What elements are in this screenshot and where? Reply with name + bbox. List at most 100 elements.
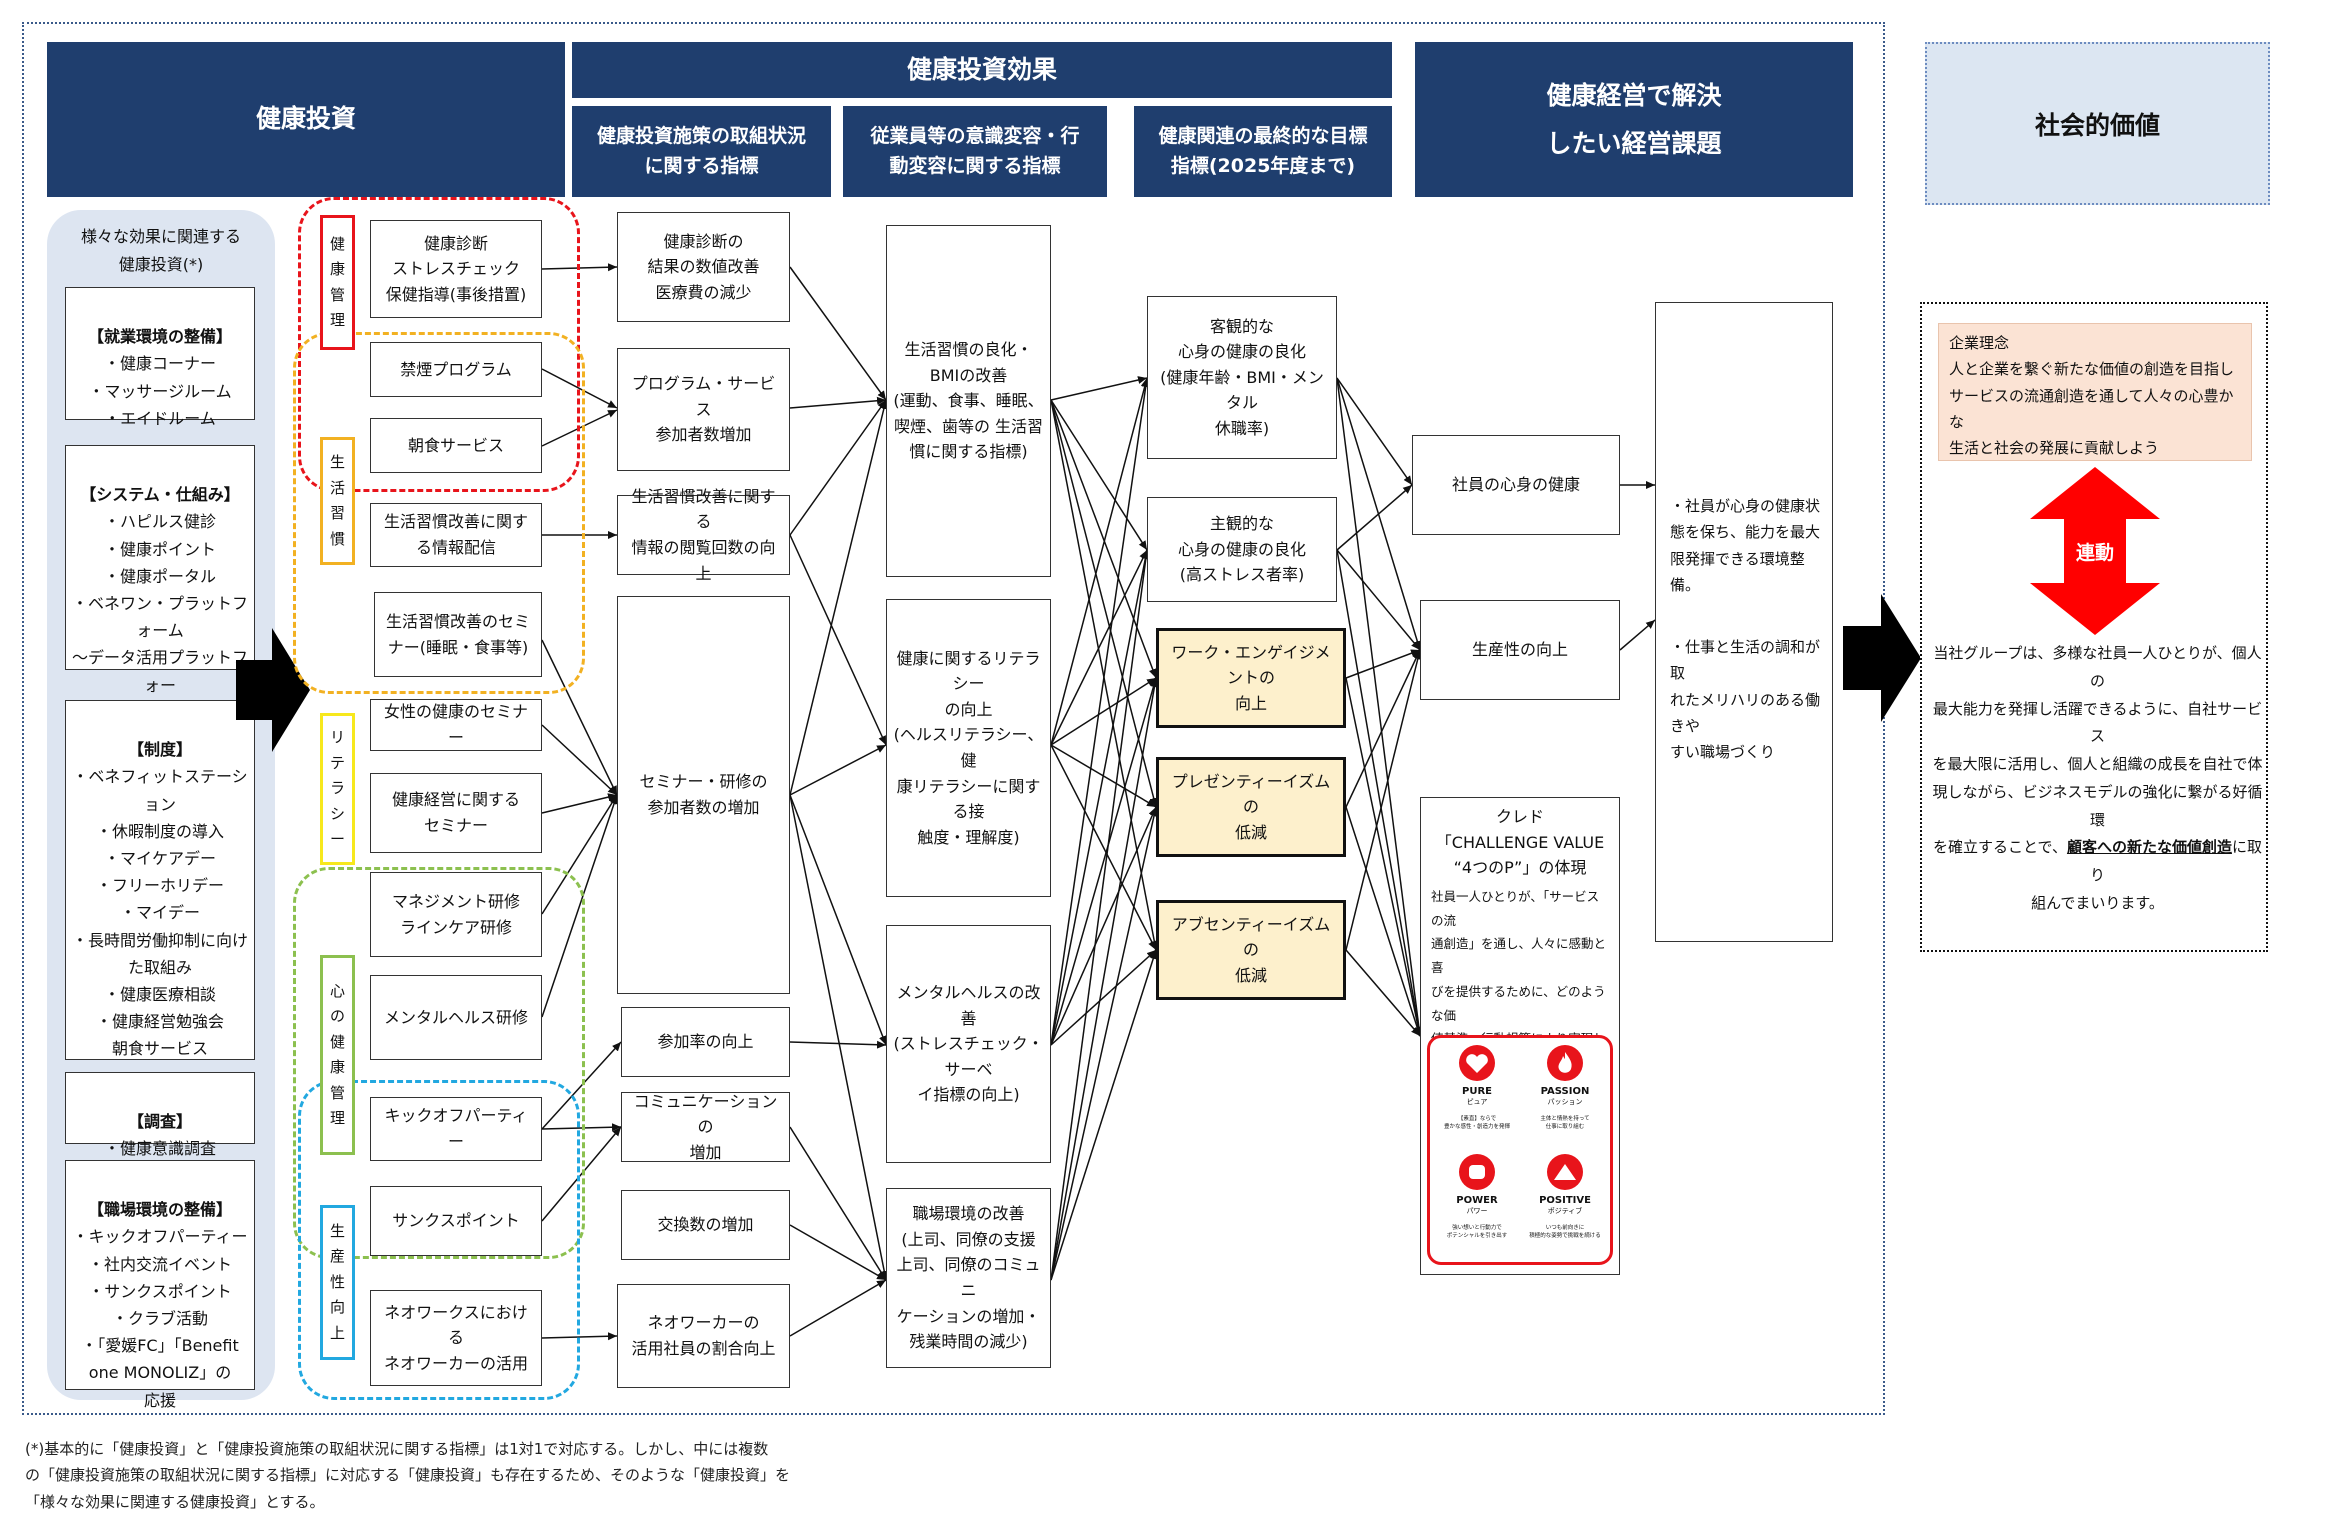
connector-arrow	[541, 793, 618, 814]
header-effect-sub3: 健康関連の最終的な目標 指標(2025年度まで)	[1134, 106, 1392, 197]
connector-arrow	[541, 1123, 622, 1132]
left-group-items: ・健康コーナー ・マッサージルーム ・エイドルーム	[88, 354, 232, 428]
connector-arrow	[1050, 677, 1159, 1281]
connector-arrow	[1050, 399, 1148, 551]
indicator-neoworker-ratio: ネオワーカーの 活用社員の割合向上	[617, 1284, 790, 1388]
connector-arrow	[789, 1279, 887, 1337]
four-p-kana: パッション	[1547, 1098, 1583, 1106]
header-effect-sub2: 従業員等の意識変容・行 動変容に関する指標	[843, 106, 1107, 197]
connector-arrow	[1050, 377, 1150, 1046]
four-p-name: POSITIVE	[1539, 1195, 1591, 1206]
left-group-title: 【システム・仕組み】	[80, 485, 240, 505]
flame-icon	[1547, 1045, 1583, 1081]
left-group-title: 【調査】	[127, 1112, 192, 1132]
indicator-checkup-results: 健康診断の 結果の数値改善 医療費の減少	[617, 212, 790, 322]
left-group-items: ・健康意識調査	[103, 1139, 216, 1159]
connector-arrow	[1050, 806, 1157, 1046]
indicator-seminar-participants: セミナー・研修の 参加者数の増加	[617, 596, 790, 994]
issue-summary-1: ・社員が心身の健康状 態を保ち、能力を最大 限発揮できる環境整備。	[1670, 497, 1821, 594]
four-p-item: POWER パワー 強い想いと行動力で ポテンシャルを引き出す	[1434, 1153, 1520, 1257]
four-p-item: PURE ピュア 【素直】ならで 豊かな感性・創造力を発揮	[1434, 1044, 1520, 1148]
connector-arrow	[1336, 377, 1423, 1037]
four-p-kana: パワー	[1466, 1207, 1488, 1215]
connector-arrow	[1050, 677, 1157, 746]
group-seisansei	[298, 1080, 580, 1400]
left-group-title: 【就業環境の整備】	[87, 327, 232, 347]
goal-objective-health: 客観的な 心身の健康の良化 (健康年齢・BMI・メンタル 休職率)	[1147, 296, 1337, 459]
connector-arrow	[789, 534, 887, 746]
connector-arrow	[1336, 549, 1421, 651]
left-group-survey: 【調査】・健康意識調査	[65, 1072, 255, 1158]
connector-arrow	[1050, 949, 1157, 1046]
measure-mental-training: メンタルヘルス研修	[370, 975, 542, 1060]
left-group-title: 【職場環境の整備】	[87, 1200, 232, 1220]
header-effect: 健康投資効果	[572, 42, 1392, 98]
measure-health-check: 健康診断 ストレスチェック 保健指導(事後措置)	[370, 220, 542, 318]
fist-icon	[1459, 1154, 1495, 1190]
heart-icon	[1459, 1045, 1495, 1081]
issue-summary-box: ・社員が心身の健康状 態を保ち、能力を最大 限発揮できる環境整備。 ・仕事と生活…	[1655, 302, 1833, 942]
connector-arrow	[541, 724, 618, 796]
indicator-communication: コミュニケーションの 増加	[621, 1092, 790, 1162]
connector-arrow	[541, 1126, 622, 1222]
group-seikatsu	[293, 332, 585, 694]
goal-absenteeism: アブセンティーイズムの 低減	[1156, 900, 1346, 1000]
connector-arrow	[1050, 399, 1157, 679]
measure-kickoff: キックオフパーティー	[370, 1097, 542, 1161]
left-group-system: 【システム・仕組み】・ハピルス健診 ・健康ポイント ・健康ポータル ・ベネワン・…	[65, 445, 255, 722]
connector-arrow	[1336, 377, 1413, 486]
header-investment: 健康投資	[47, 42, 565, 197]
connector-arrow	[789, 396, 887, 409]
four-p-name: POWER	[1456, 1195, 1498, 1206]
left-panel-intro: 様々な効果に関連する 健康投資(*)	[80, 227, 241, 274]
four-p-name: PURE	[1462, 1086, 1492, 1097]
goal-presenteeism: プレゼンティーイズムの 低減	[1156, 757, 1346, 857]
category-literacy: リ テ ラ シ ー	[320, 713, 355, 865]
connector-arrow	[1345, 649, 1421, 679]
connector-arrow	[1345, 649, 1422, 951]
four-p-desc: 強い想いと行動力で ポテンシャルを引き出す	[1446, 1225, 1508, 1240]
indicator-participants: プログラム・サービス 参加者数増加	[617, 348, 790, 471]
left-group-items: ・ベネフィットステーション ・休暇制度の導入 ・マイケアデー ・フリーホリデー …	[72, 767, 249, 1059]
connector-arrow	[1050, 549, 1150, 1046]
measure-mgmt-training: マネジメント研修 ラインケア研修	[370, 872, 542, 957]
issue-credo-box: クレド 「CHALLENGE VALUE “4つのP”」の体現 社員一人ひとりが…	[1420, 797, 1620, 1275]
main-frame	[22, 22, 1885, 1415]
connector-arrow	[1050, 677, 1158, 1046]
indicator-info-views: 生活習慣改善に関する 情報の閲覧回数の向 上	[617, 487, 790, 583]
philosophy-text: 人と企業を繋ぐ新たな価値の創造を目指し サービスの流通創造を通して人々の心豊かな…	[1949, 360, 2235, 457]
connector-arrow	[1345, 677, 1423, 1037]
social-body-prefix: 当社グループは、多様な社員一人ひとりが、個人の 最大能力を発揮し活躍できるように…	[1932, 644, 2263, 857]
header-social: 社会的価値	[1925, 42, 2270, 205]
connector-arrow	[789, 266, 887, 401]
connector-arrow	[789, 794, 889, 1281]
measure-breakfast: 朝食サービス	[370, 418, 542, 473]
connector-arrow	[1050, 806, 1158, 1281]
left-group-work-env: 【就業環境の整備】・健康コーナー ・マッサージルーム ・エイドルーム	[65, 287, 255, 428]
left-group-items: ・キックオフパーティー ・社内交流イベント ・サンクスポイント ・クラブ活動 ・…	[72, 1227, 248, 1410]
connector-arrow	[1050, 377, 1149, 746]
connector-arrow	[789, 1040, 887, 1049]
category-seikatsu: 生 活 習 慣	[320, 437, 355, 565]
measure-lifestyle-info: 生活習慣改善に関す る情報配信	[370, 503, 542, 567]
link-label: 連動	[2075, 542, 2114, 564]
goal-work-engagement: ワーク・エンゲイジメントの 向上	[1156, 628, 1346, 728]
behavior-mental: メンタルヘルスの改善 (ストレスチェック・サーベ イ指標の向上)	[886, 925, 1051, 1163]
sun-icon	[1547, 1154, 1583, 1190]
category-seisansei: 生 産 性 向 上	[320, 1205, 355, 1360]
social-body-emphasis: 顧客への新たな価値創造	[2066, 838, 2232, 857]
philosophy-box: 企業理念 人と企業を繋ぐ新たな価値の創造を目指し サービスの流通創造を通して人々…	[1938, 323, 2252, 461]
connector-arrow	[789, 399, 887, 536]
measure-thanks-point: サンクスポイント	[370, 1186, 542, 1256]
measure-mgmt-seminar: 健康経営に関する セミナー	[370, 773, 542, 853]
connector-arrow	[1050, 376, 1148, 401]
measure-neoworker: ネオワークスにおける ネオワーカーの活用	[370, 1290, 542, 1386]
header-issues: 健康経営で解決 したい経営課題	[1415, 42, 1853, 197]
credo-title: クレド 「CHALLENGE VALUE “4つのP”」の体現	[1435, 807, 1605, 878]
connector-arrow	[789, 399, 888, 796]
issues-to-social-arrow-icon	[1843, 594, 1921, 722]
indicator-participation-rate: 参加率の向上	[621, 1007, 790, 1077]
measure-women-seminar: 女性の健康のセミナー	[370, 699, 542, 751]
four-p-desc: 【素直】ならで 豊かな感性・創造力を発揮	[1443, 1116, 1510, 1131]
social-value-text: 当社グループは、多様な社員一人ひとりが、個人の 最大能力を発揮し活躍できるように…	[1930, 640, 2265, 918]
